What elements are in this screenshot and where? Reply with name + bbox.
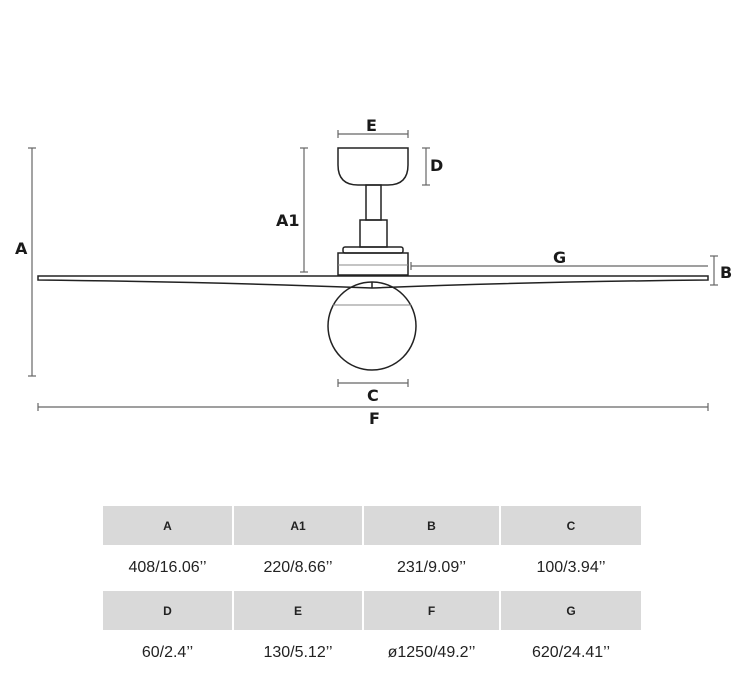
value-cell: 220/8.66’’ xyxy=(263,559,333,576)
label-c: C xyxy=(367,386,379,405)
motor-housing xyxy=(337,252,409,276)
value-cell: 60/2.4’’ xyxy=(141,644,194,661)
header-cell: A xyxy=(103,506,232,545)
value-cell: 231/9.09’’ xyxy=(396,559,467,576)
header-cell: G xyxy=(501,591,641,630)
value-cell: 100/3.94’’ xyxy=(536,559,606,576)
label-a: A xyxy=(15,239,28,258)
collar xyxy=(359,219,388,248)
header-cell: B xyxy=(364,506,499,545)
downrod xyxy=(365,184,382,221)
header-cell: D xyxy=(103,591,232,630)
header-cell: C xyxy=(501,506,641,545)
motor-cap xyxy=(342,246,404,254)
label-f: F xyxy=(369,409,380,428)
header-cell: A1 xyxy=(234,506,362,545)
dimensions-table: A A1 B C 408/16.06’’ 220/8.66’’ 231/9.09… xyxy=(103,506,642,676)
label-b: B xyxy=(720,263,732,282)
fan-drawing xyxy=(37,147,709,371)
header-cell: F xyxy=(364,591,499,630)
dimension-lines xyxy=(28,130,718,411)
value-cell: 408/16.06’’ xyxy=(128,559,207,576)
globe xyxy=(327,281,417,371)
canopy xyxy=(337,147,409,186)
value-cell: 620/24.41’’ xyxy=(532,644,610,661)
header-cell: E xyxy=(234,591,362,630)
label-d: D xyxy=(430,156,443,175)
label-g: G xyxy=(553,248,566,267)
value-cell: 130/5.12’’ xyxy=(263,644,333,661)
label-e: E xyxy=(366,116,377,135)
value-cell: ø1250/49.2’’ xyxy=(387,644,476,661)
label-a1: A1 xyxy=(276,211,300,230)
